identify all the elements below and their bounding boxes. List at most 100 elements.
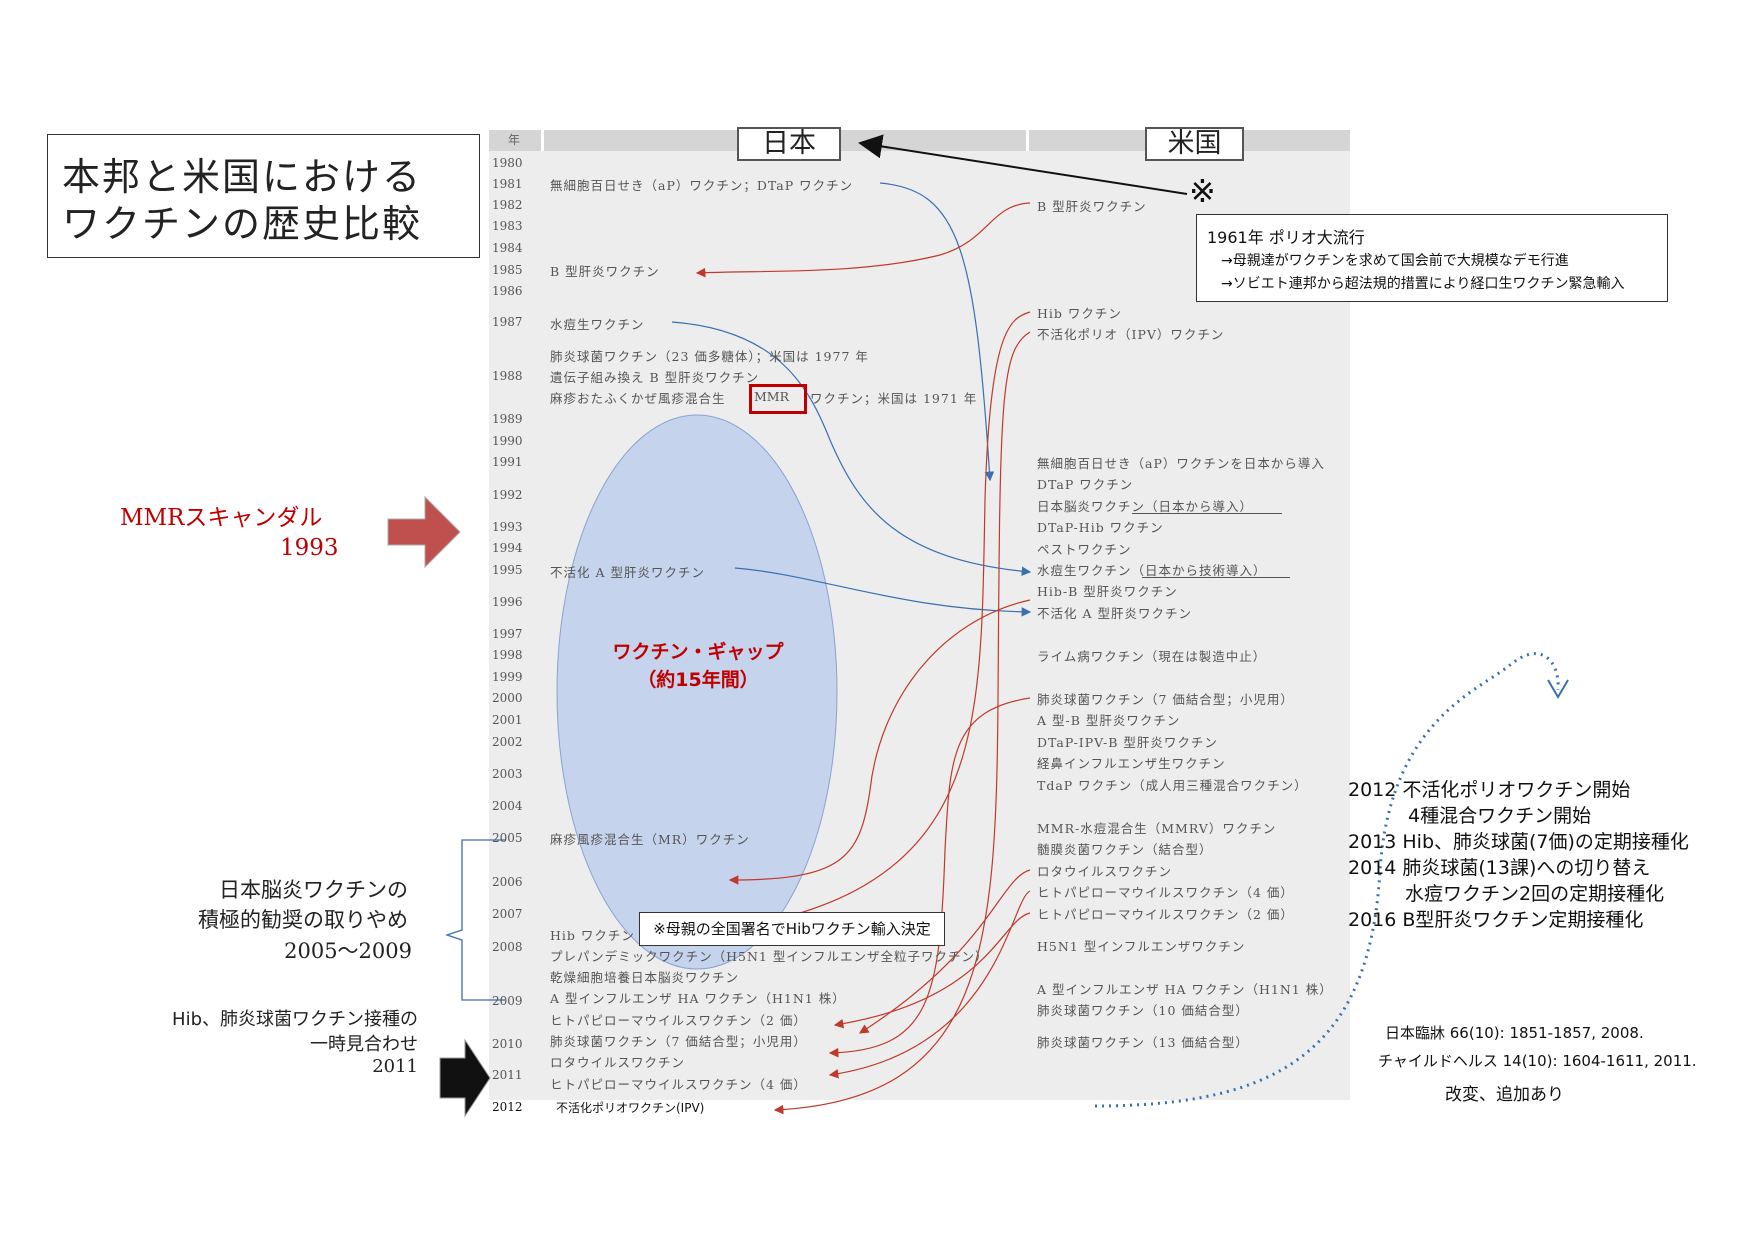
year-label: 2000: [492, 691, 523, 705]
year-label: 1987: [492, 315, 523, 329]
jp-item: 不活化 A 型肝炎ワクチン: [550, 565, 705, 580]
mmr-scandal-label: MMRスキャンダル: [120, 505, 323, 531]
jp-item-mmr: MMR: [754, 389, 790, 404]
header-separator: [541, 130, 544, 151]
year-label: 1999: [492, 670, 523, 684]
mmr-scandal-year: 1993: [280, 535, 339, 561]
year-label: 1986: [492, 284, 523, 298]
arrow-ipv-to-jp: [773, 331, 1031, 1115]
year-label: 1998: [492, 648, 523, 662]
dotted-arrow-head: [1547, 679, 1569, 699]
jp-item: ロタウイルスワクチン: [550, 1055, 686, 1070]
year-label: 1983: [492, 219, 523, 233]
year-label: 1988: [492, 369, 523, 383]
us-item: H5N1 型インフルエンザワクチン: [1037, 939, 1246, 954]
reference: チャイルドヘルス 14(10): 1604-1611, 2011.: [1378, 1052, 1697, 1070]
us-item: 髄膜炎菌ワクチン（結合型）: [1037, 842, 1213, 857]
je-label-line-1: 日本脳炎ワクチンの: [219, 878, 408, 902]
recent-item: 2014 肺炎球菌(13課)への切り替え: [1348, 857, 1651, 879]
dotted-progress-arrow: [1094, 652, 1560, 1108]
reference-note: 改変、追加あり: [1445, 1085, 1564, 1105]
us-item: 肺炎球菌ワクチン（7 価結合型；小児用）: [1037, 692, 1294, 707]
recent-item: 2012 不活化ポリオワクチン開始: [1348, 779, 1631, 801]
us-item: DTaP ワクチン: [1037, 477, 1134, 492]
title-box: 本邦と米国における ワクチンの歴史比較: [47, 134, 480, 258]
japan-column-header: 日本: [737, 127, 841, 161]
je-bracket-ticks: [478, 839, 505, 1001]
hib-pause-line-2: 一時見合わせ: [310, 1034, 418, 1055]
year-label: 1996: [492, 595, 523, 609]
arrow-hpv4-to-jp: [828, 890, 1031, 1079]
jp-item: 肺炎球菌ワクチン（23 価多糖体）；米国は 1977 年: [550, 349, 869, 364]
timeline-header-bar: [489, 130, 1350, 151]
note-line-2: →母親達がワクチンを求めて国会前で大規模なデモ行進: [1221, 253, 1569, 269]
us-item: 肺炎球菌ワクチン（10 価結合型）: [1037, 1003, 1249, 1018]
year-label: 1981: [492, 177, 523, 191]
jp-item: 肺炎球菌ワクチン（7 価結合型；小児用）: [550, 1034, 807, 1049]
year-label: 1997: [492, 627, 523, 641]
note-mark: ※: [1189, 172, 1216, 210]
underline: [1142, 577, 1290, 578]
year-label: 1984: [492, 241, 523, 255]
title-line-1: 本邦と米国における: [62, 155, 423, 199]
recent-item: 水痘ワクチン2回の定期接種化: [1405, 883, 1665, 905]
arrow-rota-to-jp: [858, 869, 1031, 1034]
note-line-1: 1961年 ポリオ大流行: [1207, 228, 1365, 247]
year-label: 2011: [492, 1068, 523, 1082]
us-item: ヒトパピローマウイルスワクチン（4 価）: [1037, 885, 1294, 900]
year-label: 1990: [492, 434, 523, 448]
underline: [1132, 513, 1282, 514]
arrow-hib-to-jp: [643, 311, 1031, 942]
year-label: 2010: [492, 1037, 523, 1051]
hib-pause-line-1: Hib、肺炎球菌ワクチン接種の: [172, 1009, 418, 1030]
jp-item: 麻疹風疹混合生（MR）ワクチン: [550, 832, 750, 847]
year-label: 1993: [492, 520, 523, 534]
year-label: 1982: [492, 198, 523, 212]
gap-label-line-2: （約15年間）: [637, 669, 759, 691]
us-item: 肺炎球菌ワクチン（13 価結合型）: [1037, 1035, 1249, 1050]
us-item: B 型肝炎ワクチン: [1037, 199, 1147, 214]
year-label: 2007: [492, 907, 523, 921]
us-item: ペストワクチン: [1037, 542, 1132, 557]
jp-item: B 型肝炎ワクチン: [550, 264, 660, 279]
jp-item: 水痘生ワクチン: [550, 317, 645, 332]
jp-item: ヒトパピローマウイルスワクチン（4 価）: [550, 1077, 807, 1092]
us-item: ロタウイルスワクチン: [1037, 864, 1173, 879]
jp-item: ワクチン；米国は 1971 年: [810, 391, 978, 406]
year-label: 1980: [492, 156, 523, 170]
arrow-note-to-japan: [858, 134, 1188, 195]
arrow-hepb-to-jp: [695, 202, 1031, 278]
arrow-hpv2-to-jp: [833, 912, 1031, 1029]
year-label: 2004: [492, 799, 523, 813]
je-bracket: [444, 839, 478, 1001]
year-label: 1995: [492, 563, 523, 577]
year-label: 1989: [492, 412, 523, 426]
year-label: 1991: [492, 455, 523, 469]
us-item: ヒトパピローマウイルスワクチン（2 価）: [1037, 907, 1294, 922]
year-label: 2003: [492, 767, 523, 781]
jp-item: プレパンデミックワクチン（H5N1 型インフルエンザ全粒子ワクチン）: [550, 949, 989, 964]
us-item: TdaP ワクチン（成人用三種混合ワクチン）: [1037, 778, 1308, 793]
year-label: 1994: [492, 541, 523, 555]
gap-label-line-1: ワクチン・ギャップ: [612, 641, 784, 663]
year-label: 2001: [492, 713, 523, 727]
us-item: Hib-B 型肝炎ワクチン: [1037, 584, 1178, 599]
year-label: 2005: [492, 831, 523, 845]
year-label: 2002: [492, 735, 523, 749]
jp-item: 不活化ポリオワクチン(IPV): [556, 1101, 705, 1115]
recent-item: 2016 B型肝炎ワクチン定期接種化: [1348, 909, 1644, 931]
arrow-us-to-jp: [728, 599, 1031, 885]
note-line-3: →ソビエト連邦から超法規的措置により経口生ワクチン緊急輸入: [1221, 276, 1625, 292]
hib-pause-arrow: [439, 1038, 491, 1118]
year-label: 2008: [492, 940, 523, 954]
us-item: 不活化 A 型肝炎ワクチン: [1037, 606, 1192, 621]
hib-pause-year: 2011: [372, 1056, 418, 1077]
recent-item: 4種混合ワクチン開始: [1408, 805, 1592, 827]
hib-import-note: ※母親の全国署名でHibワクチン輸入決定: [639, 912, 945, 946]
recent-item: 2013 Hib、肺炎球菌(7価)の定期接種化: [1348, 831, 1689, 853]
year-label: 2012: [492, 1100, 523, 1114]
vaccine-gap-ellipse: [556, 414, 838, 970]
jp-item: 麻疹おたふくかぜ風疹混合生: [550, 391, 726, 406]
